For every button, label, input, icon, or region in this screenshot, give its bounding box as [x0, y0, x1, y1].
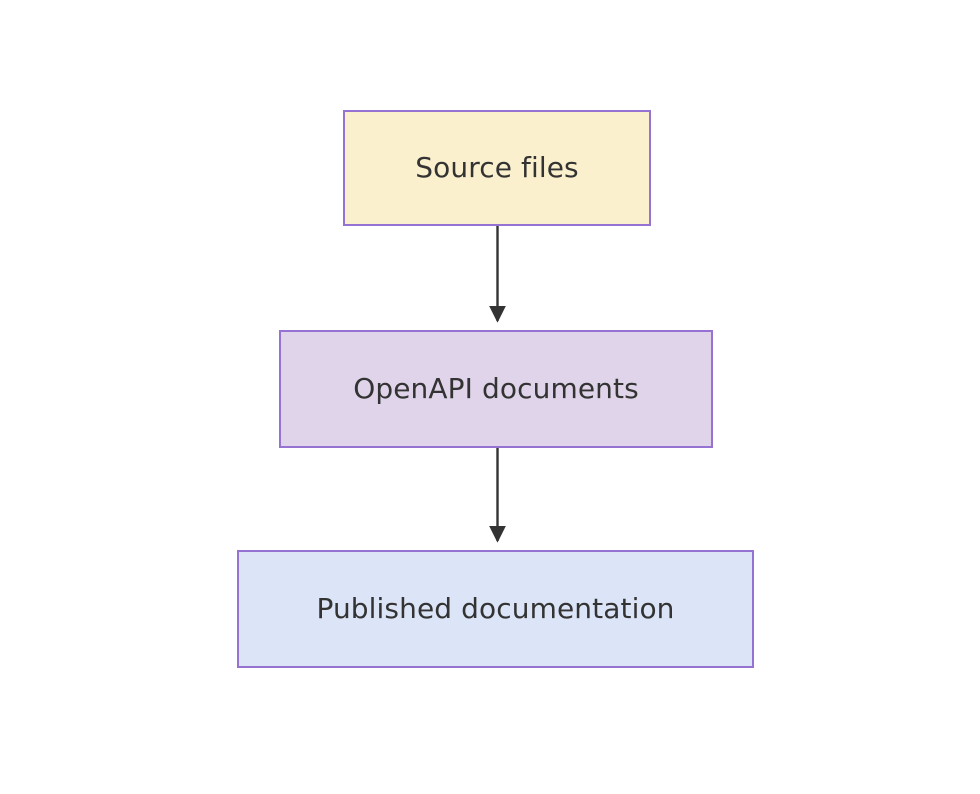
node-published-documentation-label: Published documentation	[316, 591, 675, 625]
node-source-files-label: Source files	[415, 150, 579, 184]
node-openapi-documents-label: OpenAPI documents	[353, 371, 639, 405]
node-published-documentation[interactable]: Published documentation	[237, 550, 754, 668]
node-source-files[interactable]: Source files	[343, 110, 651, 226]
node-openapi-documents[interactable]: OpenAPI documents	[279, 330, 713, 448]
